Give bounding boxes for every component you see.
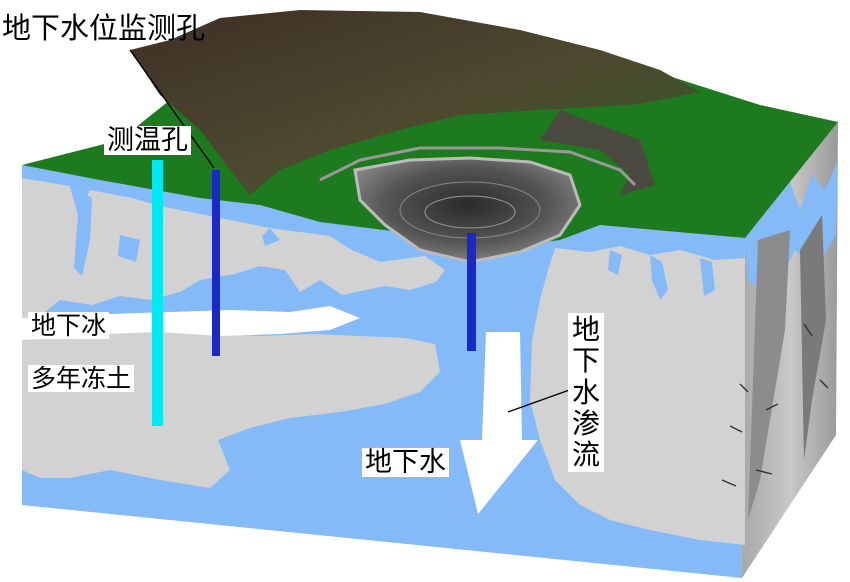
hill-ridge [540,110,655,195]
permafrost-left [22,178,445,320]
seepage-arrow-icon [460,332,538,514]
gw-pocket-2 [262,228,280,246]
label-ground-ice: 地下冰 [28,312,110,339]
thermokarst-lake [353,156,582,264]
gw-pocket-1 [70,186,92,276]
side-crack-marks [721,323,829,487]
label-groundwater-seepage: 地下水渗流 [568,313,604,472]
monitoring-hole-left [212,170,220,356]
hill [130,10,700,195]
side-dark-streak [748,230,790,520]
hill-ridge-outline [319,146,637,187]
side-dark-streak-2 [800,215,826,460]
gw-pocket-right-2 [700,258,715,296]
label-permafrost: 多年冻土 [28,365,135,392]
gw-pocket-right [650,255,668,300]
leader-line-seepage [507,387,576,413]
monitoring-hole-right [467,233,476,351]
lake-ring-2 [424,195,516,229]
gw-pocket-right-3 [608,250,622,275]
gw-pocket-3 [118,235,140,262]
label-groundwater: 地下水 [362,448,449,477]
label-temperature-hole: 测温孔 [104,126,191,155]
temperature-hole [152,160,163,426]
leader-line-monitoring [129,49,215,169]
label-groundwater-monitoring-hole: 地下水位监测孔 [2,11,206,45]
